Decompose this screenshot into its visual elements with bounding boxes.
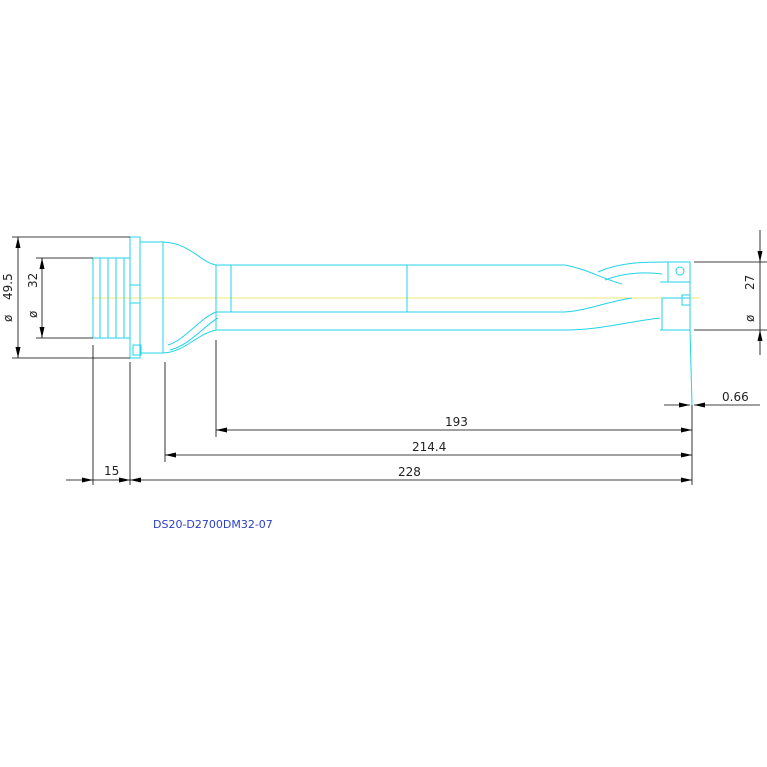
drill-body (215, 264, 565, 331)
flange-section (129, 236, 164, 359)
dimension-length-214: 214.4 (165, 440, 692, 458)
tool-body (92, 236, 700, 406)
extension-lines (92, 340, 693, 485)
flute-section (564, 261, 690, 331)
flange-diameter-value: 49.5 (1, 273, 15, 300)
neck-section (162, 241, 219, 354)
tip-offset-value: 0.66 (722, 390, 749, 404)
shank-diameter-value: 32 (26, 273, 40, 288)
drill-diameter-value: 27 (743, 275, 757, 290)
dimension-flange-diameter: ø 49.5 (1, 236, 130, 359)
flange-diameter-symbol: ø (1, 315, 15, 322)
length-193-value: 193 (445, 415, 468, 429)
dimension-length-228: 228 (130, 465, 692, 483)
shank-diameter-symbol: ø (26, 311, 40, 318)
length-228-value: 228 (398, 465, 421, 479)
length-214-value: 214.4 (412, 440, 446, 454)
drill-diameter-symbol: ø (743, 315, 757, 322)
shank-section (92, 257, 141, 339)
part-number-label: DS20-D2700DM32-07 (153, 518, 273, 531)
dimension-shank-diameter: ø 32 (26, 257, 93, 339)
flange-width-value: 15 (104, 464, 119, 478)
dimension-drill-diameter: ø 27 (694, 230, 767, 355)
dimension-length-193: 193 (216, 415, 692, 433)
dimension-tip-offset: 0.66 (664, 390, 760, 408)
drill-head (660, 261, 693, 406)
dimension-flange-width: 15 (66, 464, 130, 483)
